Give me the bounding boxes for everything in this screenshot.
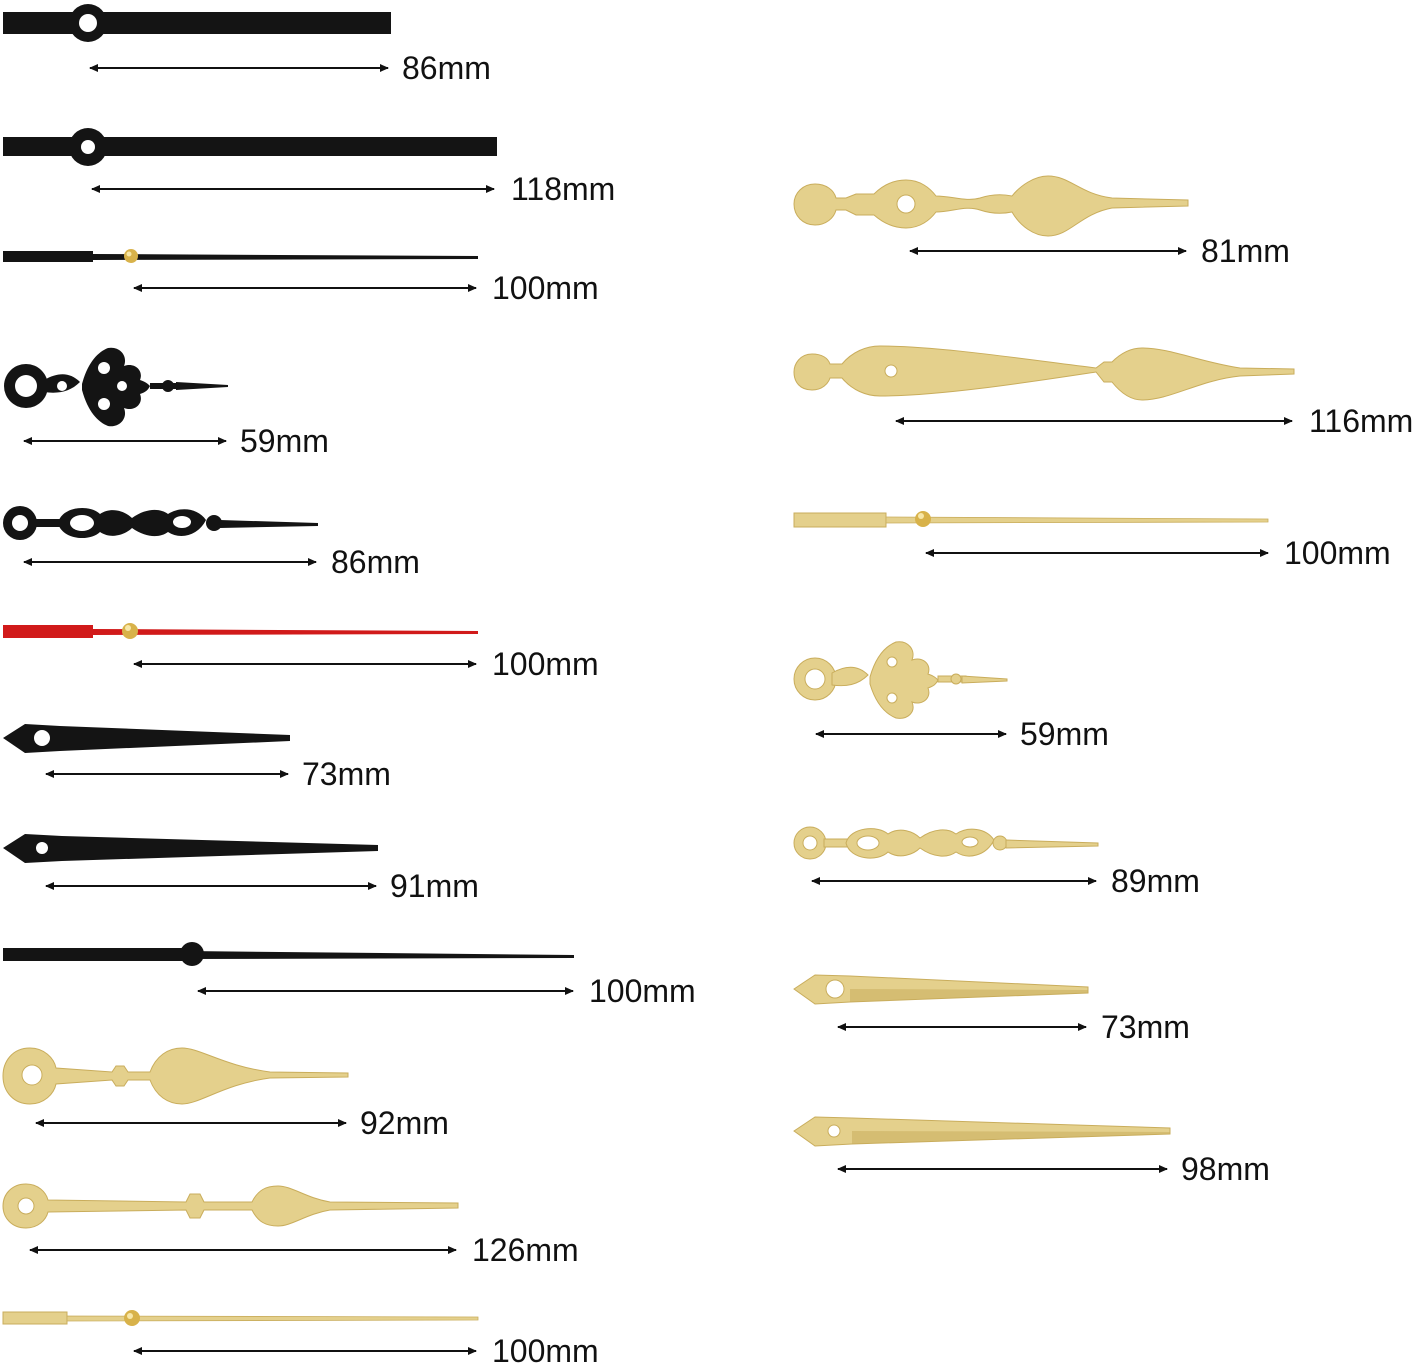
- size-label: 98mm: [1181, 1151, 1270, 1187]
- hand-black-bar-118mm: [3, 128, 497, 166]
- hand-gold-second-100mm-right: [793, 511, 1269, 528]
- size-label: 59mm: [240, 423, 329, 459]
- hand-black-ornate-hour-59mm: [4, 347, 228, 427]
- hand-gold-serpentine-81mm: [793, 175, 1189, 237]
- size-label: 86mm: [402, 50, 491, 86]
- hand-gold-ornate-minute-89mm: [793, 826, 1099, 860]
- hand-black-ornate-minute-86mm: [3, 506, 318, 540]
- size-label: 81mm: [1201, 233, 1290, 269]
- size-label: 126mm: [472, 1232, 579, 1268]
- hand-black-spade-91mm: [3, 834, 378, 863]
- hand-gold-serpentine-116mm: [793, 345, 1295, 401]
- size-label: 86mm: [331, 544, 420, 580]
- hand-red-second-100mm: [3, 623, 478, 639]
- size-label: 100mm: [492, 270, 599, 306]
- hand-black-bar-86mm: [3, 4, 391, 42]
- hand-gold-ornate-hour-59mm: [793, 641, 1008, 719]
- size-label: 91mm: [390, 868, 479, 904]
- size-label: 73mm: [1101, 1009, 1190, 1045]
- size-label: 73mm: [302, 756, 391, 792]
- hand-black-second-100mm: [3, 249, 478, 263]
- size-label: 100mm: [589, 973, 696, 1009]
- hand-black-spade-73mm: [3, 724, 290, 753]
- size-label: 100mm: [492, 646, 599, 682]
- size-label: 100mm: [1284, 535, 1391, 571]
- hand-gold-bulb-92mm: [2, 1047, 349, 1105]
- size-label: 59mm: [1020, 716, 1109, 752]
- size-label: 116mm: [1309, 403, 1414, 439]
- size-label: 89mm: [1111, 863, 1200, 899]
- hand-black-second-100mm-long: [3, 942, 574, 966]
- hand-gold-bulb-126mm: [2, 1183, 459, 1229]
- size-label: 118mm: [511, 171, 616, 207]
- hand-gold-spade-73mm: [793, 974, 1089, 1005]
- hand-gold-second-100mm: [2, 1310, 479, 1326]
- size-label: 100mm: [492, 1333, 599, 1369]
- hand-gold-spade-98mm: [793, 1116, 1171, 1147]
- size-label: 92mm: [360, 1105, 449, 1141]
